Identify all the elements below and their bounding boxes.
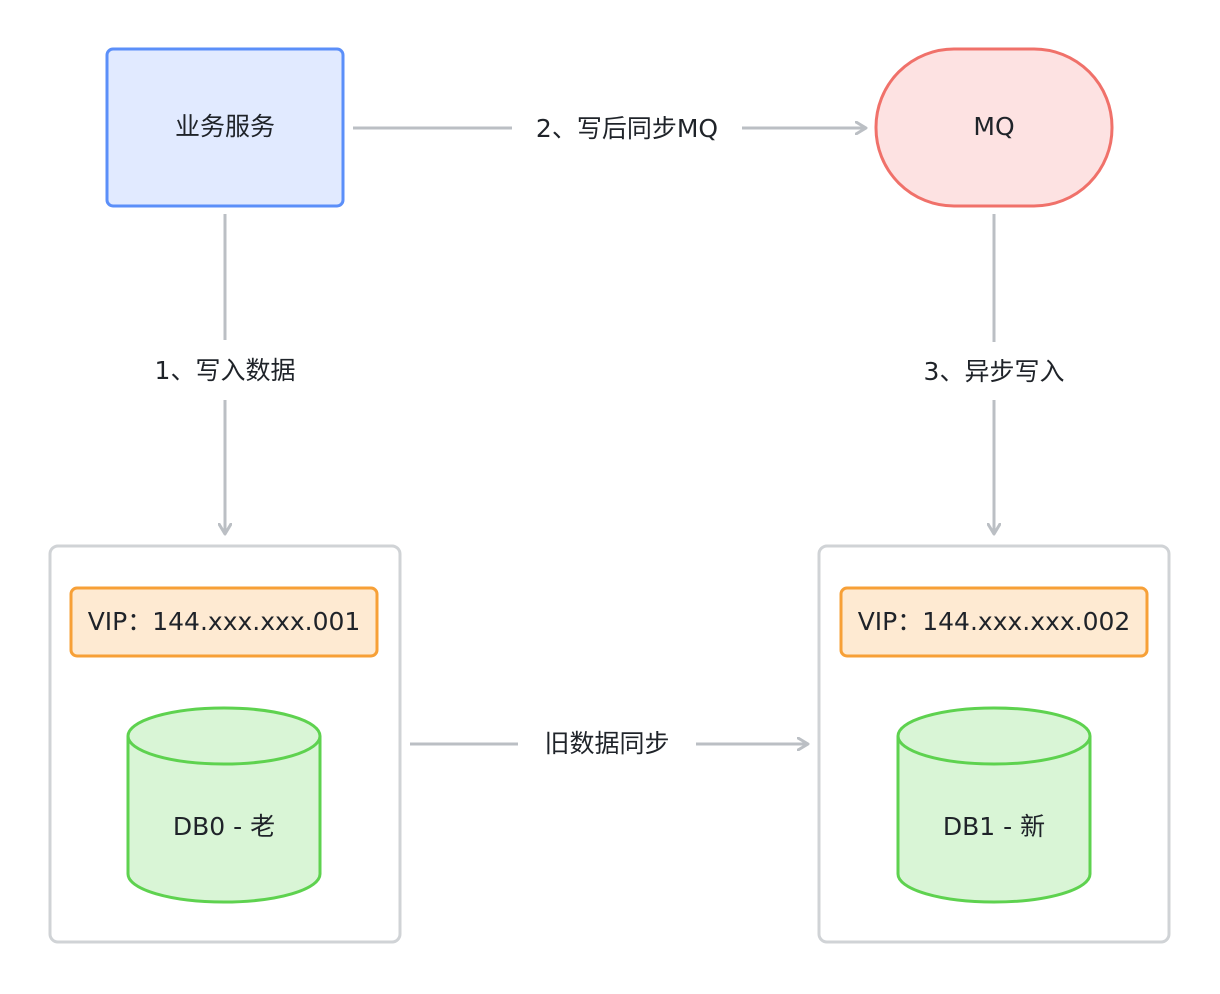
business-service-node[interactable]: 业务服务 [105,47,345,208]
mq-label: MQ [973,112,1014,141]
edge-async-write-label: 3、异步写入 [924,357,1065,386]
new-db-group[interactable]: VIP：144.xxx.xxx.002 DB1 - 新 [817,544,1171,944]
old-database-cylinder[interactable]: DB0 - 老 [126,706,322,904]
edge-sync-mq-label: 2、写后同步MQ [536,114,718,143]
business-service-label: 业务服务 [175,112,275,141]
mq-node[interactable]: MQ [874,47,1114,208]
new-vip-box: VIP：144.xxx.xxx.002 [839,586,1149,658]
old-db-label: DB0 - 老 [173,812,275,841]
edge-old-data-sync-label: 旧数据同步 [544,729,669,758]
old-db-group[interactable]: VIP：144.xxx.xxx.001 DB0 - 老 [48,544,402,944]
new-database-cylinder[interactable]: DB1 - 新 [896,706,1092,904]
old-vip-label: VIP：144.xxx.xxx.001 [88,607,361,636]
edge-async-write: 3、异步写入 [924,214,1065,534]
new-vip-label: VIP：144.xxx.xxx.002 [858,607,1131,636]
old-vip-box: VIP：144.xxx.xxx.001 [69,586,379,658]
new-db-label: DB1 - 新 [943,812,1045,841]
edge-old-data-sync: 旧数据同步 [410,729,808,758]
edge-sync-mq: 2、写后同步MQ [353,114,866,143]
edge-write-data-label: 1、写入数据 [155,356,296,385]
edge-write-data: 1、写入数据 [155,214,296,534]
